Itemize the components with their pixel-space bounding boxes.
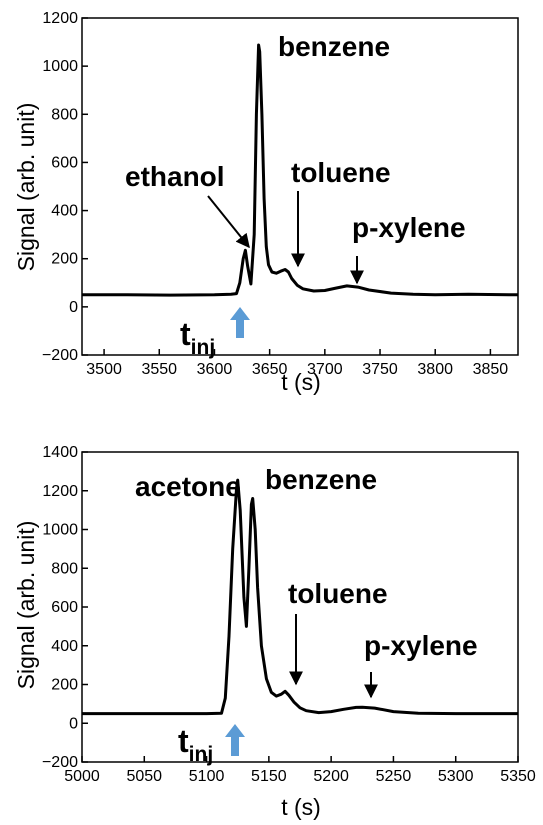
arrow-ethanol [207, 195, 250, 249]
y-tick-label: 0 [69, 299, 78, 316]
x-tick-label: 3600 [197, 361, 233, 378]
label-benzene: benzene [278, 31, 390, 62]
chart-panel-top: Signal (arb. unit) t (s) −200 0 200 400 600 8… [13, 10, 519, 395]
plot-frame [81, 17, 519, 356]
y-tick-label: 800 [51, 106, 78, 123]
label-p-xylene: p-xylene [352, 212, 466, 243]
y-tick-label: −200 [42, 754, 78, 771]
y-tick-label: 400 [51, 638, 78, 655]
y-tick-label: 0 [69, 715, 78, 732]
injection-arrow-icon [225, 724, 245, 756]
y-tick-label: 1200 [42, 483, 78, 500]
y-tick-label: 400 [51, 203, 78, 220]
signal-line [82, 478, 518, 716]
y-tick-label: 1400 [42, 444, 78, 461]
x-ticks: 5000 5050 5100 5150 5200 5250 5300 5350 [64, 756, 536, 785]
y-tick-label: 1200 [42, 10, 78, 27]
y-tick-label: 600 [51, 599, 78, 616]
x-ticks: 3500 3550 3600 3650 3700 3750 3800 3850 [86, 349, 508, 378]
label-toluene: toluene [291, 157, 391, 188]
label-p-xylene: p-xylene [364, 630, 478, 661]
y-ticks: −200 0 200 400 600 800 1000 1200 1400 [42, 444, 88, 771]
x-tick-label: 3800 [417, 361, 453, 378]
label-toluene: toluene [288, 578, 388, 609]
x-tick-label: 3750 [362, 361, 398, 378]
x-tick-label: 5000 [64, 768, 100, 785]
x-tick-label: 3500 [86, 361, 122, 378]
y-tick-label: 200 [51, 677, 78, 694]
x-tick-label: 3850 [473, 361, 509, 378]
y-tick-label: 600 [51, 154, 78, 171]
y-tick-label: 1000 [42, 522, 78, 539]
plot-frame [81, 451, 519, 763]
y-axis-label: Signal (arb. unit) [13, 521, 39, 690]
x-tick-label: 5100 [189, 768, 225, 785]
label-acetone: acetone [135, 471, 241, 502]
x-tick-label: 3650 [252, 361, 288, 378]
x-tick-label: 5350 [500, 768, 536, 785]
x-tick-label: 3550 [141, 361, 177, 378]
x-tick-label: 5050 [126, 768, 162, 785]
label-ethanol: ethanol [125, 161, 225, 192]
label-t-inj: tinj [180, 316, 215, 359]
x-tick-label: 5250 [376, 768, 412, 785]
label-benzene: benzene [265, 464, 377, 495]
x-axis-label: t (s) [281, 794, 321, 820]
y-tick-label: −200 [42, 347, 78, 364]
y-tick-label: 1000 [42, 58, 78, 75]
y-ticks: −200 0 200 400 600 800 1000 1200 [42, 10, 88, 364]
x-tick-label: 3700 [307, 361, 343, 378]
y-axis-label: Signal (arb. unit) [13, 103, 39, 272]
x-tick-label: 5200 [313, 768, 349, 785]
injection-arrow-icon [230, 307, 250, 338]
x-tick-label: 5300 [438, 768, 474, 785]
y-tick-label: 800 [51, 560, 78, 577]
x-axis-label: t (s) [281, 369, 321, 395]
x-tick-label: 5150 [251, 768, 287, 785]
chart-panel-bottom: Signal (arb. unit) t (s) −200 0 200 400 600 8… [13, 444, 536, 820]
label-t-inj: tinj [178, 723, 213, 766]
y-tick-label: 200 [51, 251, 78, 268]
signal-line [82, 43, 519, 297]
